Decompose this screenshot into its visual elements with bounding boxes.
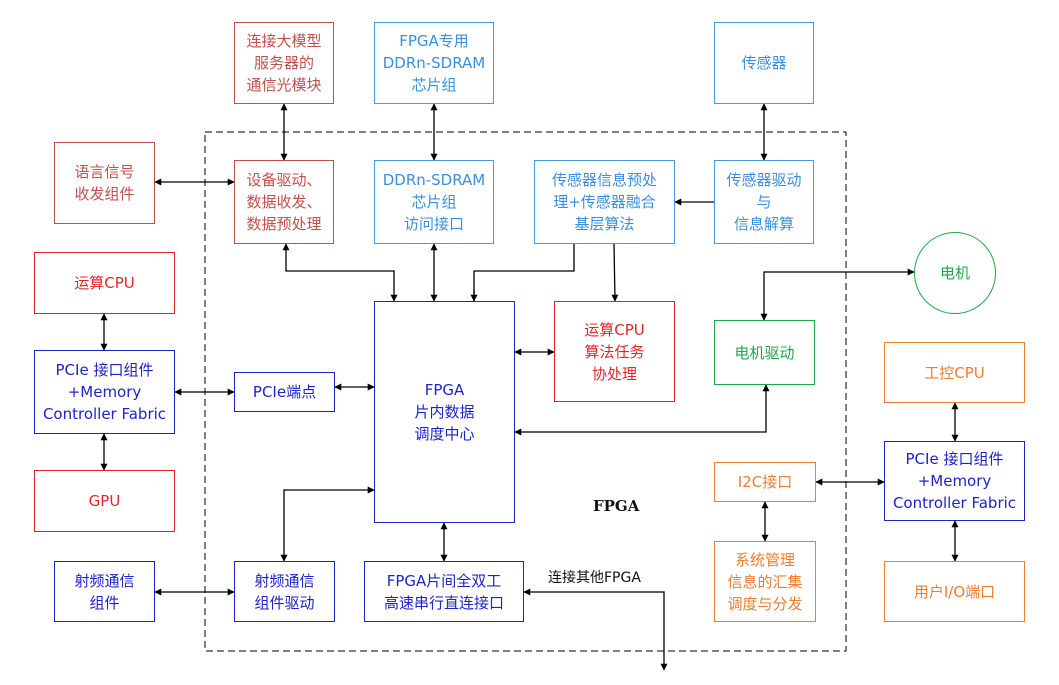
sys-mgmt-line-1: 系统管理 [734, 550, 795, 569]
cpu-coproc-line-3: 协处理 [591, 364, 637, 383]
fpga-center-box: FPGA 片内数据 调度中心 [374, 301, 515, 523]
connectors [100, 103, 959, 671]
sensor-fusion-line-2: 理+传感器融合 [553, 193, 656, 211]
sensor-fusion-line-1: 传感器信息预处 [551, 171, 657, 189]
fpga-ddr-line-2: DDRn-SDRAM [382, 54, 486, 72]
sys-mgmt-line-3: 调度与分发 [727, 594, 803, 613]
comm-module-line-3: 通信光模块 [246, 76, 322, 94]
sensor-fusion-box: 传感器信息预处 理+传感器融合 基层算法 [534, 160, 675, 244]
edge-fusion-center [473, 244, 575, 301]
fpga-center-line-3: 调度中心 [414, 425, 475, 443]
sensor-line-1: 传感器 [741, 54, 787, 72]
pcie-right-box: PCIe 接口组件 +Memory Controller Fabric [884, 441, 1025, 521]
pcie-left-line-2: +Memory [67, 383, 142, 401]
pcie-endpoint-line-1: PCIe端点 [252, 383, 317, 401]
serial-line-2: 高速串行直连接口 [383, 593, 504, 612]
fpga-ddr-box: FPGA专用 DDRn-SDRAM 芯片组 [374, 22, 494, 104]
serial-line-1: FPGA片间全双工 [386, 571, 502, 590]
calc-cpu-line-1: 运算CPU [74, 274, 135, 292]
other-fpga-label: 连接其他FPGA [548, 570, 641, 586]
sensor-box: 传感器 [714, 22, 814, 104]
device-driver-box: 设备驱动、 数据收发、 数据预处理 [234, 160, 334, 244]
cpu-coproc-box: 运算CPU 算法任务 协处理 [554, 301, 675, 402]
cpu-coproc-line-1: 运算CPU [584, 320, 645, 339]
user-io-box: 用户I/O端口 [884, 561, 1025, 622]
edge-device-center [282, 243, 398, 302]
calc-cpu-box: 运算CPU [34, 252, 175, 314]
rf-box: 射频通信 组件 [54, 561, 155, 622]
rf-line-1: 射频通信 [74, 571, 135, 590]
ddr-access-box: DDRn-SDRAM 芯片组 访问接口 [374, 160, 494, 244]
comm-module-box: 连接大模型 服务器的 通信光模块 [234, 22, 334, 104]
pcie-left-line-3: Controller Fabric [42, 405, 167, 423]
serial-box: FPGA片间全双工 高速串行直连接口 [364, 561, 524, 622]
sensor-driver-line-1: 传感器驱动 [726, 171, 802, 189]
rf-line-2: 组件 [89, 593, 120, 612]
sensor-driver-line-3: 信息解算 [733, 215, 794, 233]
sensor-driver-box: 传感器驱动 与 信息解算 [714, 160, 814, 244]
cpu-coproc-line-2: 算法任务 [584, 342, 645, 361]
sensor-fusion-line-3: 基层算法 [574, 215, 635, 233]
ddr-access-line-3: 访问接口 [403, 215, 464, 233]
industrial-cpu-box: 工控CPU [884, 342, 1025, 403]
fpga-ddr-line-1: FPGA专用 [399, 32, 469, 50]
motor-driver-box: 电机驱动 [714, 320, 815, 385]
edge-fusion-coproc [611, 243, 619, 302]
pcie-left-box: PCIe 接口组件 +Memory Controller Fabric [34, 350, 175, 434]
ddr-access-line-1: DDRn-SDRAM [382, 171, 486, 189]
edge-center-motordriver [514, 384, 770, 436]
pcie-left-line-1: PCIe 接口组件 [55, 361, 154, 379]
ddr-access-line-2: 芯片组 [411, 193, 457, 211]
fpga-center-line-2: 片内数据 [414, 403, 475, 421]
i2c-box: I2C接口 [714, 462, 816, 502]
i2c-line-1: I2C接口 [737, 473, 793, 491]
sys-mgmt-line-2: 信息的汇集 [727, 572, 803, 591]
device-driver-line-2: 数据收发、 [246, 193, 322, 211]
device-driver-line-3: 数据预处理 [246, 215, 322, 233]
rf-driver-box: 射频通信 组件驱动 [234, 561, 335, 622]
pcie-endpoint-box: PCIe端点 [234, 372, 335, 412]
voice-line-1: 语言信号 [74, 163, 135, 181]
device-driver-line-1: 设备驱动、 [246, 171, 322, 189]
rf-driver-line-2: 组件驱动 [254, 593, 315, 612]
pcie-right-line-2: +Memory [917, 472, 992, 490]
voice-box: 语言信号 收发组件 [54, 142, 155, 224]
edge-serial-other-fpga [523, 588, 668, 671]
edge-motor-driver [760, 268, 915, 321]
motor-driver-line-1: 电机驱动 [734, 343, 795, 362]
motor-circle: 电机 [914, 232, 996, 314]
sys-mgmt-box: 系统管理 信息的汇集 调度与分发 [714, 541, 816, 622]
fpga-frame-label: FPGA [593, 497, 640, 515]
rf-driver-line-1: 射频通信 [254, 571, 315, 590]
edge-center-rfdriver [280, 486, 375, 562]
motor-line-1: 电机 [939, 264, 970, 282]
fpga-center-line-1: FPGA [424, 381, 465, 399]
comm-module-line-1: 连接大模型 [246, 32, 322, 50]
comm-module-line-2: 服务器的 [253, 54, 314, 72]
user-io-line-1: 用户I/O端口 [913, 582, 996, 601]
sensor-driver-line-2: 与 [756, 193, 772, 211]
voice-line-2: 收发组件 [74, 185, 135, 203]
fpga-ddr-line-3: 芯片组 [411, 76, 457, 94]
pcie-right-line-3: Controller Fabric [892, 494, 1017, 512]
gpu-box: GPU [34, 470, 175, 532]
industrial-cpu-line-1: 工控CPU [924, 363, 985, 382]
pcie-right-line-1: PCIe 接口组件 [905, 450, 1004, 468]
gpu-line-1: GPU [88, 492, 121, 510]
